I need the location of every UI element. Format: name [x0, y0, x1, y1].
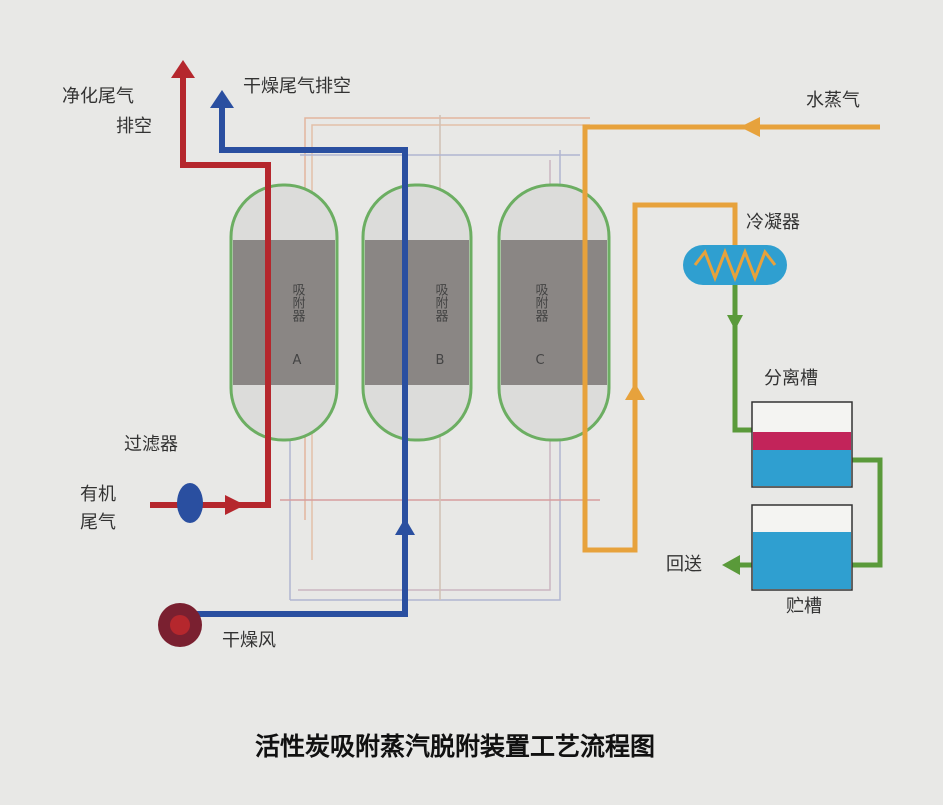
dry-air-line — [180, 90, 415, 617]
clean-exhaust-label-2: 排空 — [116, 116, 152, 137]
dry-air-label: 干燥风 — [222, 630, 276, 651]
adsorber-b-label: 吸附器 — [433, 283, 449, 323]
filter-label: 过滤器 — [124, 434, 178, 455]
condenser-icon — [683, 245, 787, 285]
organic-exhaust-label-2: 尾气 — [80, 512, 116, 533]
separator-label: 分离槽 — [764, 368, 818, 389]
arrow-up-icon — [395, 518, 415, 535]
adsorber-b-id: B — [436, 353, 445, 368]
adsorber-a-label: 吸附器 — [290, 283, 306, 323]
adsorber-c-label: 吸附器 — [533, 283, 549, 323]
arrow-up-icon — [210, 90, 234, 108]
storage-tank — [751, 504, 853, 591]
adsorber-c — [497, 183, 611, 442]
clean-exhaust-label: 净化尾气 — [62, 86, 134, 107]
return-label: 回送 — [666, 554, 702, 575]
adsorber-a-id: A — [293, 353, 302, 368]
arrow-right-icon — [225, 495, 245, 515]
filter-icon — [177, 483, 203, 523]
arrow-up-icon — [171, 60, 195, 78]
arrow-left-icon — [722, 555, 740, 575]
adsorber-a — [229, 183, 339, 442]
steam-line — [582, 117, 880, 553]
arrow-left-icon — [740, 117, 760, 137]
fan-icon — [158, 603, 202, 647]
steam-label: 水蒸气 — [806, 90, 860, 111]
arrow-down-icon — [727, 315, 743, 330]
diagram-title: 活性炭吸附蒸汽脱附装置工艺流程图 — [255, 732, 655, 761]
condenser-label: 冷凝器 — [746, 212, 800, 233]
separator-tank — [751, 401, 853, 488]
storage-label: 贮槽 — [786, 596, 822, 617]
dry-exhaust-label: 干燥尾气排空 — [243, 76, 351, 97]
organic-exhaust-line — [150, 60, 271, 515]
organic-exhaust-label: 有机 — [80, 484, 116, 505]
adsorber-b — [361, 183, 473, 442]
arrow-up-icon — [625, 383, 645, 400]
adsorber-c-id: C — [535, 353, 544, 368]
